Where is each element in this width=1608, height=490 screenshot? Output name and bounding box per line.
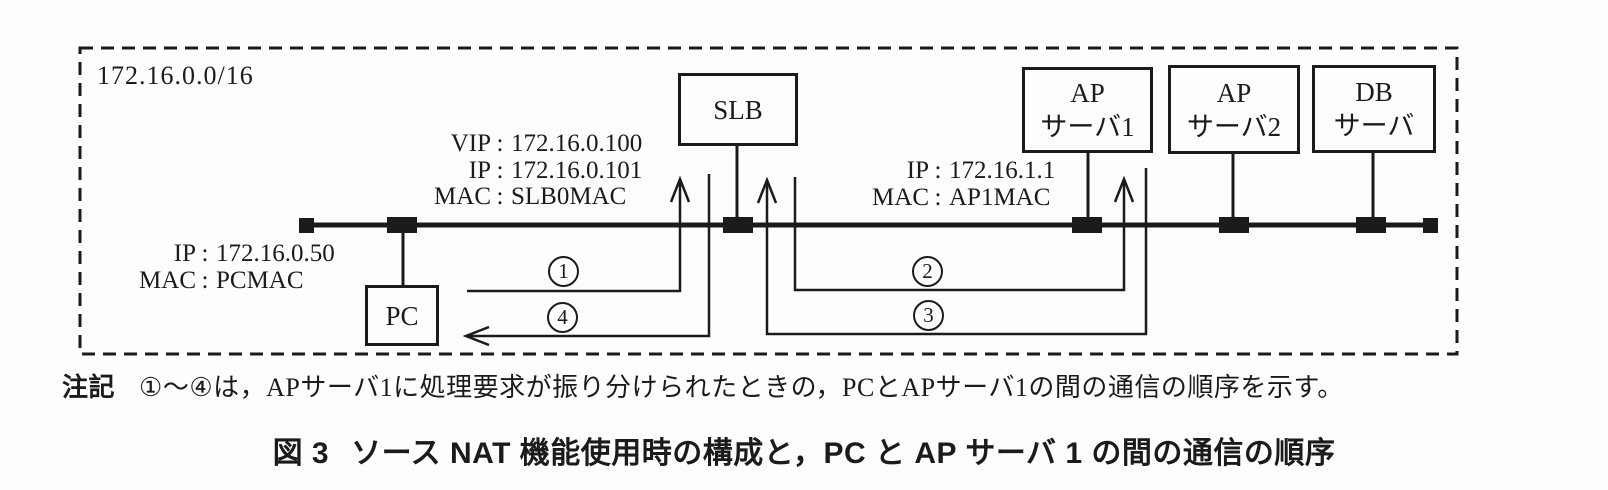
ap-server2-label-line1: AP [1216,77,1252,108]
db-server-label-line2: サーバ [1333,111,1415,141]
db-server-box: DB サーバ [1312,65,1436,153]
sequence-marker-3-number: 3 [923,303,934,327]
figure-caption-label: 図 3 [272,437,330,470]
flow-3-line [765,168,1148,336]
figure-note-text: ①～④は，APサーバ1に処理要求が振り分けられたときの，PCとAPサーバ1の間の… [139,373,1344,402]
ap-server2-box: AP サーバ2 [1168,65,1300,154]
slb-mac-key: MAC [434,183,491,210]
ap-server2-label-line2: サーバ2 [1186,111,1282,142]
ap-server1-label-line1: AP [1070,78,1105,108]
separator: : [934,157,942,184]
pc-ip-key: IP [173,240,196,267]
flow-1-arrowhead-up [669,175,691,203]
sequence-marker-4: 4 [547,302,578,333]
separator: : [496,156,504,184]
figure-note: 注記 ①～④は，APサーバ1に処理要求が振り分けられたときの，PCとAPサーバ1の… [62,367,1344,404]
bus-right-terminator [1423,218,1438,233]
pc-mac-key: MAC [139,266,196,294]
slb-box-label: SLB [713,94,763,125]
flow-2-line [793,177,1126,292]
ap1-ip-value: 172.16.1.1 [949,157,1056,184]
slb-ip-key: IP [468,156,491,184]
slb-ip-value: 172.16.0.101 [511,156,643,184]
sequence-marker-1-number: 1 [558,259,569,283]
slb-vip-key: VIP [450,130,491,157]
pc-box-label: PC [385,300,419,331]
slb-box: SLB [678,73,798,146]
slb-address-block: VIP : 172.16.0.100 IP : 172.16.0.101 MAC… [413,130,643,211]
db-bus-tap [1356,217,1386,233]
ap-server1-label-line2: サーバ1 [1040,112,1135,142]
ap1-mac-value: AP1MAC [949,183,1051,211]
pc-mac-value: PCMAC [216,266,304,294]
ap1-mac-key: MAC [872,183,929,211]
flow-4-arrowhead-left [462,325,490,347]
pc-ip-value: 172.16.0.50 [216,240,335,267]
separator: : [934,183,942,211]
subnet-label: 172.16.0.0/16 [97,61,254,90]
pc-box: PC [365,285,439,346]
pc-address-block: IP : 172.16.0.50 MAC : PCMAC [118,240,335,294]
sequence-marker-1: 1 [548,256,579,287]
figure-caption-text: ソース NAT 機能使用時の構成と，PC と AP サーバ 1 の間の通信の順序 [351,437,1336,470]
figure-note-label: 注記 [62,373,116,402]
separator: : [496,183,504,210]
flow-3-arrowhead-up [756,176,778,204]
flow-1-line [467,179,682,293]
bus-left-terminator [299,218,314,233]
separator: : [201,240,209,267]
ap-server1-address-block: IP : 172.16.1.1 MAC : AP1MAC [851,157,1056,211]
slb-mac-value: SLB0MAC [511,183,627,210]
ap-server1-box: AP サーバ1 [1022,67,1153,153]
db-server-label-line1: DB [1355,77,1393,107]
ap1-ip-key: IP [906,157,929,184]
subnet-boundary-dashed-border [78,46,1459,356]
separator: : [496,130,504,157]
sequence-marker-4-number: 4 [557,305,568,329]
sequence-marker-3: 3 [913,300,944,331]
flow-4-line [466,174,711,338]
figure-caption: 図 3 ソース NAT 機能使用時の構成と，PC と AP サーバ 1 の間の通信… [0,428,1608,472]
flow-2-arrowhead-up [1113,175,1135,203]
sequence-marker-2-number: 2 [922,259,933,283]
slb-vip-value: 172.16.0.100 [511,130,643,157]
sequence-marker-2: 2 [912,256,943,287]
separator: : [201,266,209,294]
